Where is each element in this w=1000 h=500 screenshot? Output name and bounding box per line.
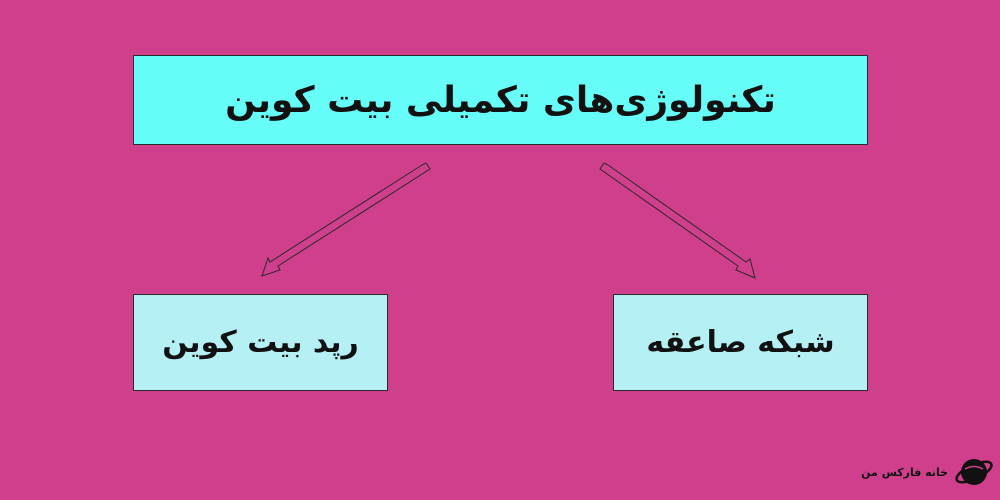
arrow-to-left-node	[261, 162, 431, 277]
globe-logo-icon	[955, 459, 993, 485]
child-node-label: رپد بیت کوین	[162, 325, 359, 360]
child-node-lightning-network: شبکه صاعقه	[613, 294, 868, 391]
child-node-wrapped-bitcoin: رپد بیت کوین	[133, 294, 388, 391]
child-node-label: شبکه صاعقه	[646, 325, 835, 360]
arrow-to-right-node	[599, 162, 756, 279]
brand-logo-text: خانه فارکس من	[861, 465, 948, 479]
root-node: تکنولوژی‌های تکمیلی بیت کوین	[133, 55, 868, 145]
brand-logo: خانه فارکس من	[861, 452, 994, 492]
root-node-label: تکنولوژی‌های تکمیلی بیت کوین	[225, 79, 776, 121]
